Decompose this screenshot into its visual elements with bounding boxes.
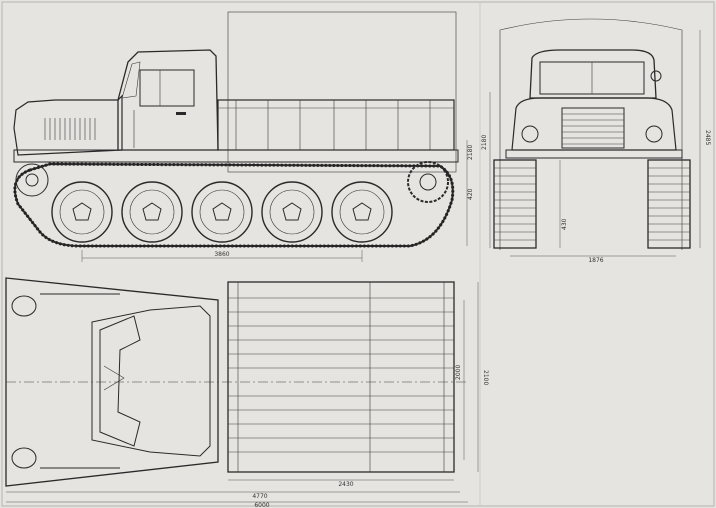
cab-side-window: [139, 69, 195, 107]
top-left-headlight-icon: [11, 295, 37, 317]
bed-length-dim: 2430: [338, 481, 353, 488]
wheel-hub-icon: [72, 202, 92, 221]
top-right-headlight-icon: [11, 447, 37, 469]
idler-wheel: [407, 161, 449, 203]
road-wheel: [331, 181, 393, 243]
track-links: [13, 162, 455, 248]
grille-bars: [562, 113, 624, 145]
side-clearance-dim: 420: [467, 188, 474, 200]
hood-louvres: [44, 118, 96, 140]
cargo-bed: [217, 99, 455, 151]
front-view: 1876 2485 2180 430: [481, 18, 711, 264]
inner-width-dim: 2000: [455, 365, 462, 380]
length-total-dim: 6000: [254, 502, 269, 508]
bed-floor-slats: [228, 297, 454, 453]
spotlight-icon: [650, 70, 662, 82]
front-body: [511, 97, 677, 151]
ground-dim: 430: [561, 218, 568, 230]
windshield: [121, 61, 141, 99]
left-track-front: [493, 159, 537, 249]
length-bed-dim: 4770: [252, 493, 267, 500]
top-hood-outline: [5, 277, 219, 487]
width-bed-dim: 2100: [482, 370, 489, 385]
engine-hood: [13, 94, 123, 156]
cargo-envelope-outline: [227, 11, 457, 173]
road-wheel: [191, 181, 253, 243]
sprocket-hub: [25, 173, 39, 187]
bed-stakes: [235, 100, 431, 150]
driver-cab: [117, 49, 219, 151]
door-handle: [176, 112, 186, 115]
top-cargo-bed: [227, 281, 455, 473]
left-headlight-icon: [521, 125, 539, 143]
wheelbase-dim: 3860: [214, 251, 229, 258]
top-view: 4770 6000 2430 2100 2000: [5, 277, 489, 508]
top-cab-roof: [91, 305, 211, 457]
top-windshield: [99, 315, 141, 447]
track-width-dim: 1876: [588, 257, 603, 264]
right-track-front: [647, 159, 691, 249]
side-view: 3860 2180 420: [13, 11, 474, 262]
road-wheels: [51, 181, 393, 243]
right-headlight-icon: [645, 125, 663, 143]
front-bumper: [505, 149, 683, 159]
front-side-dim: 2180: [481, 135, 488, 150]
road-wheel: [121, 181, 183, 243]
idler-hub: [419, 173, 437, 191]
road-wheel: [261, 181, 323, 243]
overall-height-dim: 2485: [704, 130, 711, 145]
front-envelope-outline: [499, 18, 683, 250]
hood-ridge: [103, 365, 125, 391]
side-height-dim: 2180: [467, 145, 474, 160]
left-track-links: [494, 167, 536, 241]
right-track-links: [648, 167, 690, 241]
front-cab: [529, 49, 657, 99]
road-wheel: [51, 181, 113, 243]
chassis-frame: [13, 149, 459, 163]
front-grille: [561, 107, 625, 149]
drive-sprocket: [15, 163, 49, 197]
